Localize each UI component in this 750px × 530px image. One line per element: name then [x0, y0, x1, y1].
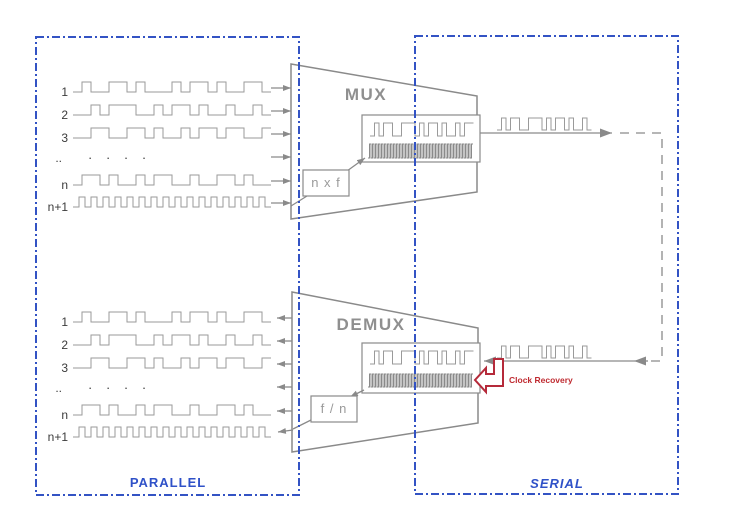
parallel-zone-frame	[35, 36, 300, 496]
input-row-label-n1: n+1	[48, 200, 69, 214]
serial-dashed-path	[620, 132, 663, 362]
output-ellipsis-dots: · · · ·	[88, 380, 151, 395]
waveform-mux-serial	[370, 122, 474, 137]
waveform-mux-fast-clock	[368, 143, 473, 159]
waveform-input-2	[73, 104, 271, 116]
output-row-label-n: n	[61, 408, 68, 422]
output-row-label-n1: n+1	[48, 430, 69, 444]
demux-clock-out-line	[292, 419, 312, 430]
waveform-output-n	[73, 404, 271, 416]
waveform-output-3	[73, 357, 271, 369]
mux-clock-arrow	[346, 157, 366, 172]
waveform-serial-out	[497, 117, 592, 131]
clock-recovery-label: Clock Recovery	[509, 375, 573, 385]
output-row-label-3: 3	[61, 361, 68, 375]
serial-zone-frame	[414, 35, 679, 495]
input-row-label-1: 1	[61, 85, 68, 99]
output-row-label-ellipsis: ..	[55, 381, 62, 395]
parallel-input-rows: 1 2 3 .. · · · · n n+1	[48, 81, 291, 214]
mux-block: MUX n x f	[290, 63, 481, 220]
waveform-input-3	[73, 127, 271, 139]
input-row-label-ellipsis: ..	[55, 151, 62, 165]
input-ellipsis-dots: · · · ·	[88, 150, 151, 165]
waveform-demux-serial	[370, 350, 474, 365]
mux-clock-multiplier-label: n x f	[311, 175, 341, 190]
zone-frames: PARALLEL SERIAL	[35, 35, 679, 496]
input-row-label-2: 2	[61, 108, 68, 122]
mux-title: MUX	[345, 85, 387, 104]
waveform-output-2	[73, 334, 271, 346]
waveform-output-1	[73, 311, 271, 323]
waveform-demux-fast-clock	[368, 373, 473, 388]
clock-recovery-arrow	[473, 358, 504, 395]
parallel-zone-label: PARALLEL	[130, 475, 206, 490]
output-row-label-1: 1	[61, 315, 68, 329]
waveform-input-clock	[73, 196, 271, 208]
input-row-label-n: n	[61, 178, 68, 192]
mux-clock-multiplier-box	[302, 169, 350, 197]
demux-title: DEMUX	[337, 315, 406, 334]
output-arrow-n1	[277, 427, 294, 434]
waveform-input-n	[73, 174, 271, 186]
demux-clock-divider-box	[310, 395, 358, 423]
input-row-label-3: 3	[61, 131, 68, 145]
waveform-input-1	[73, 81, 271, 93]
serial-zone-label: SERIAL	[530, 476, 584, 491]
output-row-label-2: 2	[61, 338, 68, 352]
demux-block: DEMUX f / n Clock Recovery	[291, 291, 573, 453]
serial-link	[480, 117, 663, 366]
demux-clock-divider-label: f / n	[321, 401, 348, 416]
waveform-output-clock	[73, 426, 271, 438]
waveform-serial-in	[497, 345, 592, 359]
parallel-output-rows: 1 2 3 .. · · · · n n+1	[48, 311, 294, 444]
